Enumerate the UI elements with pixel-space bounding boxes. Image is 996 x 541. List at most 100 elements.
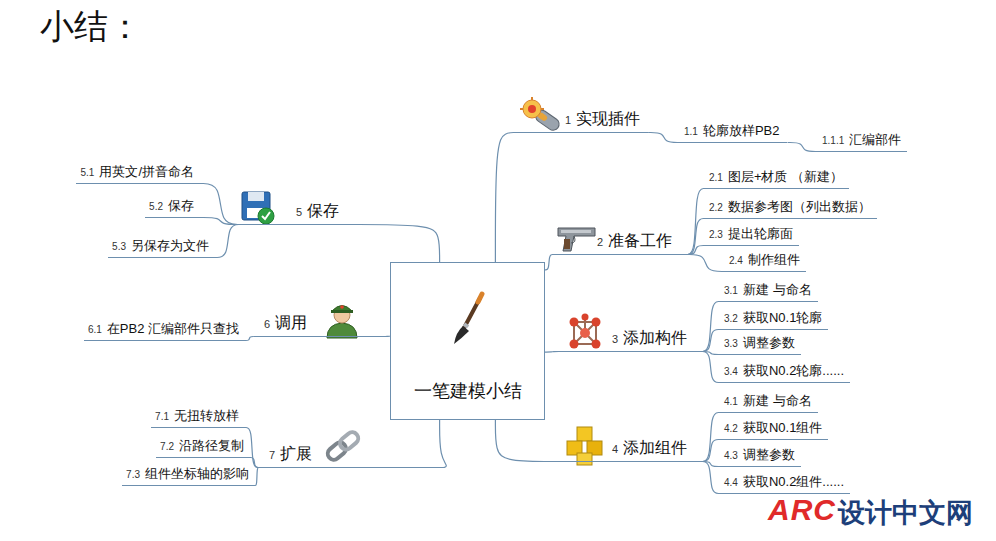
page-title: 小结： (40, 4, 142, 50)
topic-text: 获取N0.2轮廓...... (743, 362, 844, 380)
topic-text: 实现插件 (576, 109, 640, 130)
topic-text: 保存 (307, 201, 339, 222)
topic-text: 调整参数 (743, 446, 795, 464)
branch-connector (686, 246, 705, 255)
topic-text: 添加组件 (623, 438, 687, 459)
topic-text: 获取N0.1轮廓 (743, 309, 822, 327)
sub-topic: 3.1 新建 与命名 (720, 279, 818, 302)
topic-text: 沿路径复制 (179, 437, 244, 455)
topic-text: 获取N0.2组件...... (743, 473, 844, 491)
watermark-text: 设计中文网 (838, 495, 973, 531)
topic-number: 5 (296, 206, 302, 218)
sub-topic: 4.2 获取N0.1组件 (720, 417, 828, 440)
topic-text: 获取N0.1组件 (743, 419, 822, 437)
topic-number: 6 (264, 318, 270, 330)
topic-text: 另保存为文件 (131, 237, 209, 255)
topic-number: 2.2 (709, 202, 723, 213)
branch-connector (545, 255, 553, 270)
branch-connector (701, 413, 720, 462)
branch-connector (245, 337, 254, 341)
branch-connector (648, 133, 680, 143)
topic-text: 提出轮廓面 (728, 225, 793, 243)
sub-topic: 4.1新建 与命名 (720, 390, 818, 413)
branch-connector (701, 352, 720, 383)
chain-icon (325, 430, 360, 462)
topic-number: 1 (565, 114, 571, 126)
main-topic: 6 调用 (254, 311, 385, 337)
topic-text: 用英文/拼音命名 (99, 163, 194, 181)
sub-topic: 5.2保存 (145, 195, 200, 218)
topic-number: 7.2 (160, 441, 174, 452)
sub-topic: 5.1用英文/拼音命名 (76, 161, 200, 184)
topic-number: 2.1 (709, 172, 723, 183)
branch-connector (255, 468, 259, 486)
topic-text: 轮廓放样PB2 (703, 122, 780, 140)
topic-number: 3.4 (724, 366, 738, 377)
sub-topic: 2.3 提出轮廓面 (705, 223, 799, 246)
topic-number: 1.1.1 (822, 135, 844, 146)
floppy-icon (242, 192, 274, 224)
sub-topic: 3.2获取N0.1轮廓 (720, 307, 828, 330)
topic-number: 2.3 (709, 229, 723, 240)
branch-connector (200, 218, 241, 225)
topic-number: 3.1 (724, 285, 738, 296)
branch-connector (686, 189, 705, 255)
topic-text: 一笔建模小结 (391, 379, 544, 403)
topic-number: 1.1 (684, 126, 698, 137)
topic-number: 4.1 (724, 396, 738, 407)
topic-text: 调用 (275, 313, 307, 334)
topic-number: 4.4 (724, 477, 738, 488)
branch-connector (701, 330, 720, 352)
sub-topic: 2.4制作组件 (725, 249, 806, 272)
topic-number: 3 (612, 333, 618, 345)
topic-text: 扩展 (280, 444, 312, 465)
branch-connector (545, 351, 560, 353)
main-topic: 2准备工作 (553, 229, 686, 255)
sub-topic: 4.4 获取N0.2组件...... (720, 471, 850, 494)
branch-connector (495, 420, 560, 462)
branch-connector (701, 302, 720, 352)
sub-topic: 6.1 在PB2 汇编部件只查找 (84, 318, 245, 341)
branch-connector (787, 143, 818, 152)
sub-topic: 7.1 无扭转放样 (151, 405, 245, 428)
brush-icon (454, 294, 482, 344)
topic-number: 6.1 (88, 324, 102, 335)
watermark-logo: ARC (768, 493, 836, 527)
sub-topic: 3.3调整参数 (720, 332, 801, 355)
branch-connector (200, 184, 241, 225)
sub-topic: 7.3 组件坐标轴的影响 (122, 463, 255, 486)
topic-number: 7.1 (155, 411, 169, 422)
branch-connector (345, 225, 440, 263)
topic-text: 无扭转放样 (174, 407, 239, 425)
main-topic: 1 实现插件 (515, 107, 648, 133)
branch-connector (495, 133, 515, 263)
central-topic: 一笔建模小结 (390, 262, 545, 420)
topic-number: 4.2 (724, 423, 738, 434)
topic-number: 7 (269, 449, 275, 461)
topic-text: 制作组件 (748, 251, 800, 269)
topic-text: 数据参考图（列出数据） (728, 198, 871, 216)
topic-text: 组件坐标轴的影响 (145, 465, 249, 483)
sub-topic: 1.1.1汇编部件 (818, 129, 907, 152)
topic-number: 7.3 (126, 469, 140, 480)
branch-connector (701, 440, 720, 462)
topic-text: 图层+材质 （新建） (728, 168, 843, 186)
gun-icon (558, 228, 595, 251)
topic-text: 新建 与命名 (743, 281, 812, 299)
topic-text: 添加构件 (623, 328, 687, 349)
sub-topic: 4.3调整参数 (720, 444, 801, 467)
branch-connector (686, 255, 725, 272)
sub-topic: 2.2 数据参考图（列出数据） (705, 196, 877, 219)
topic-text: 在PB2 汇编部件只查找 (107, 320, 239, 338)
branch-connector (686, 219, 705, 255)
branch-connector (701, 462, 720, 467)
sub-topic: 1.1 轮廓放样PB2 (680, 120, 787, 143)
plugin-icon (520, 97, 561, 133)
molecule-icon (570, 314, 601, 349)
sub-topic: 3.4 获取N0.2轮廓...... (720, 360, 850, 383)
topic-number: 2 (597, 236, 603, 248)
branch-connector (215, 225, 241, 258)
